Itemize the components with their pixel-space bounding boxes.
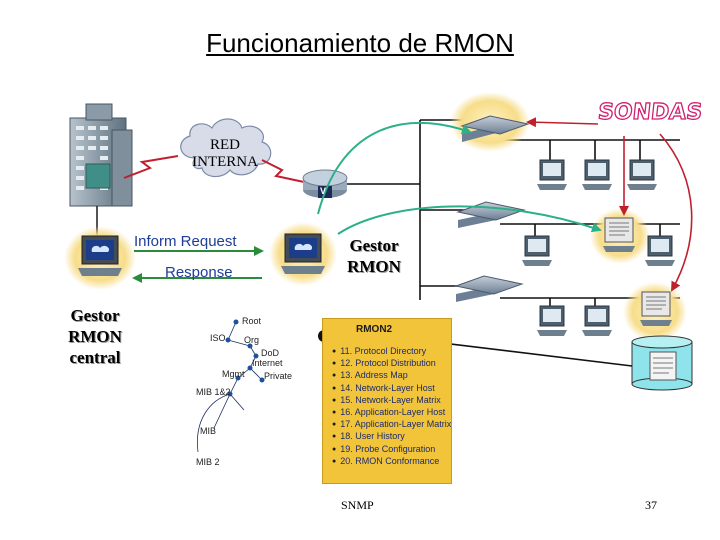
rmon2-title: RMON2 xyxy=(356,324,393,335)
footer-protocol: SNMP xyxy=(341,498,374,512)
gestor-rmon-central-label: Gestor RMON central xyxy=(68,306,122,367)
workstation-icon xyxy=(522,235,552,266)
mib-tree-nodes xyxy=(225,319,265,397)
sondas-arrow-1 xyxy=(526,117,599,128)
mib-node-label: Internet xyxy=(252,358,283,368)
lan-wiring xyxy=(347,119,680,306)
database-icon xyxy=(631,335,693,391)
rmon2-group-item: 13. Address Map xyxy=(332,370,451,382)
rmon2-group-item: 12. Protocol Distribution xyxy=(332,358,451,370)
gestor-rmon-label: Gestor RMON xyxy=(347,236,401,276)
page-number: 37 xyxy=(645,498,657,512)
workstation-icon xyxy=(645,235,675,266)
rmon2-group-item: 19. Probe Configuration xyxy=(332,444,451,456)
cloud-icon xyxy=(180,118,272,178)
slide-title: Funcionamiento de RMON xyxy=(206,28,514,58)
manager-icon xyxy=(281,233,325,274)
rmon2-group-item: 15. Network-Layer Matrix xyxy=(332,395,451,407)
response-label: Response xyxy=(165,264,233,281)
rmon2-group-item: 14. Network-Layer Host xyxy=(332,383,451,395)
mib-node-label: DoD xyxy=(261,348,280,358)
mib-tree xyxy=(196,321,263,453)
mib-node-label: Mgmt xyxy=(222,369,245,379)
mib-node-label: Root xyxy=(242,316,262,326)
workstation-icon xyxy=(582,305,612,336)
mib-node-label: ISO xyxy=(210,333,226,343)
workstation-icons xyxy=(522,159,675,336)
workstation-icon xyxy=(582,159,612,190)
rmon2-group-item: 17. Application-Layer Matrix xyxy=(332,419,451,431)
mib-node-label: MIB 2 xyxy=(196,457,220,467)
mib-node-label: MIB xyxy=(200,426,217,436)
inform-request-label: Inform Request xyxy=(134,233,237,250)
probe-icon-2 xyxy=(640,291,672,326)
rmon2-group-list: 11. Protocol Directory 12. Protocol Dist… xyxy=(332,346,451,468)
probe-icon-1 xyxy=(603,217,635,252)
wan-link-left xyxy=(123,155,179,179)
mib-node-label: MIB 1&2 xyxy=(196,387,231,397)
central-manager-icon xyxy=(78,235,122,276)
workstation-icon xyxy=(627,159,657,190)
building-icon xyxy=(69,103,133,207)
router-icon xyxy=(302,169,348,198)
manager-to-probe-arrow-1 xyxy=(317,121,472,215)
mib-node-label: Org xyxy=(244,335,260,345)
rmon2-group-item: 20. RMON Conformance xyxy=(332,456,451,468)
mib-node-label: Private xyxy=(264,371,293,381)
sondas-label: SONDAS xyxy=(596,99,704,125)
cloud-label: RED INTERNA xyxy=(192,137,258,170)
wan-link-right xyxy=(261,159,305,183)
workstation-icon xyxy=(537,305,567,336)
rmon2-group-item: 11. Protocol Directory xyxy=(332,346,451,358)
sondas-arrow-3 xyxy=(659,133,693,292)
workstation-icon xyxy=(537,159,567,190)
rmon2-group-item: 18. User History xyxy=(332,431,451,443)
rmon2-group-item: 16. Application-Layer Host xyxy=(332,407,451,419)
manager-to-probe-arrow-2 xyxy=(337,205,602,235)
router-label: V xyxy=(320,186,327,196)
switch-icon-bottom xyxy=(454,275,524,302)
